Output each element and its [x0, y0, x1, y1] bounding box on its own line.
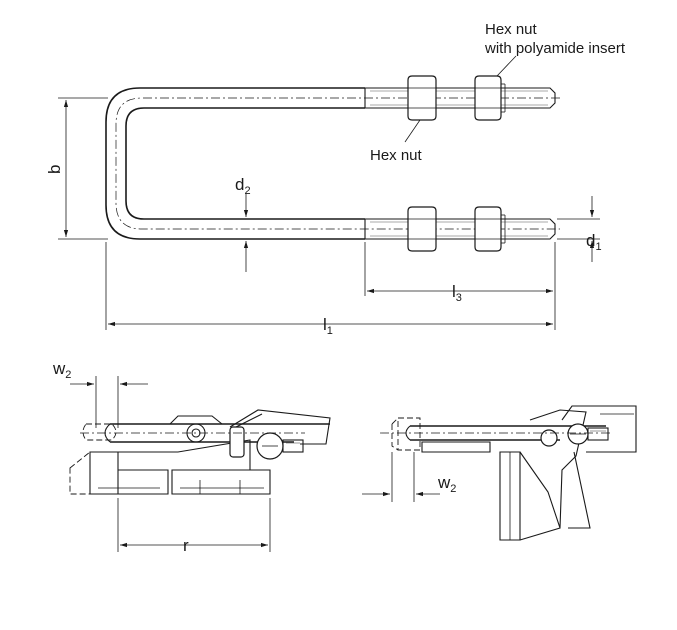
- label-hex-nut-polyamide-line2: with polyamide insert: [484, 40, 626, 57]
- lower-threaded-rod: [364, 218, 556, 240]
- label-hex-nut-polyamide-line1: Hex nut: [485, 21, 538, 38]
- leader-hex-nut: [404, 119, 421, 143]
- dim-label-b: b: [45, 165, 64, 174]
- dim-label-w2-left: w2: [52, 359, 71, 381]
- dimension-l1: [105, 242, 556, 330]
- hex-nut-upper: [407, 75, 437, 121]
- dim-label-d2: d2: [235, 175, 251, 197]
- dimension-b: [58, 97, 108, 240]
- upper-threaded-rod: [364, 87, 556, 109]
- dim-label-w2-right: w2: [437, 473, 456, 495]
- dimension-l3: [364, 242, 556, 296]
- u-bolt-top-view: Hex nut with polyamide insert Hex nut b …: [45, 21, 626, 337]
- hex-nut-polyamide-lower: [474, 206, 506, 252]
- leader-polyamide-nut: [496, 55, 517, 77]
- hex-nut-lower: [407, 206, 437, 252]
- dim-label-r: r: [183, 536, 189, 555]
- dim-label-l1: l1: [323, 315, 333, 337]
- clamp-side-view-left: w2 r: [52, 359, 331, 555]
- label-hex-nut: Hex nut: [370, 147, 423, 164]
- dim-label-d1: d1: [586, 231, 602, 253]
- hex-nut-polyamide-upper: [474, 75, 506, 121]
- dim-label-l3: l3: [452, 282, 462, 304]
- clamp-side-view-right: w2: [362, 405, 637, 541]
- dimension-d1: [557, 196, 600, 262]
